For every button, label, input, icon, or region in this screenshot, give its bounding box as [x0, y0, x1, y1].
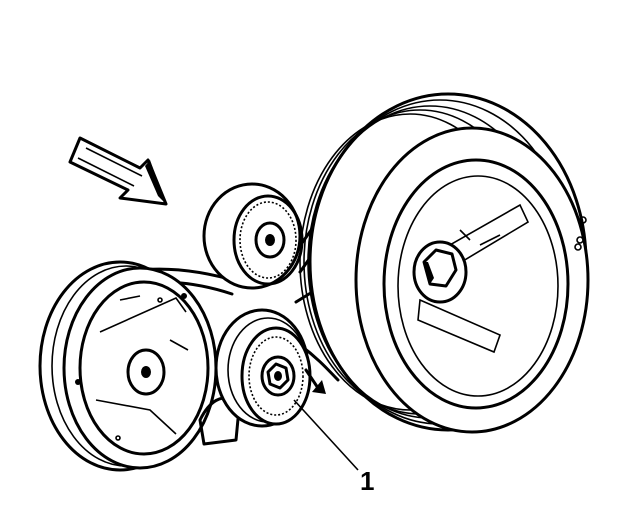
- belt-tensioner-pulley: [198, 308, 326, 446]
- callout-leader-line: [293, 399, 359, 471]
- direction-arrow-icon: [68, 136, 168, 206]
- idler-pulley: [202, 182, 304, 290]
- callout-label: 1: [360, 466, 375, 496]
- crankshaft-pulley: [299, 92, 590, 434]
- ac-compressor-pulley: [38, 260, 218, 472]
